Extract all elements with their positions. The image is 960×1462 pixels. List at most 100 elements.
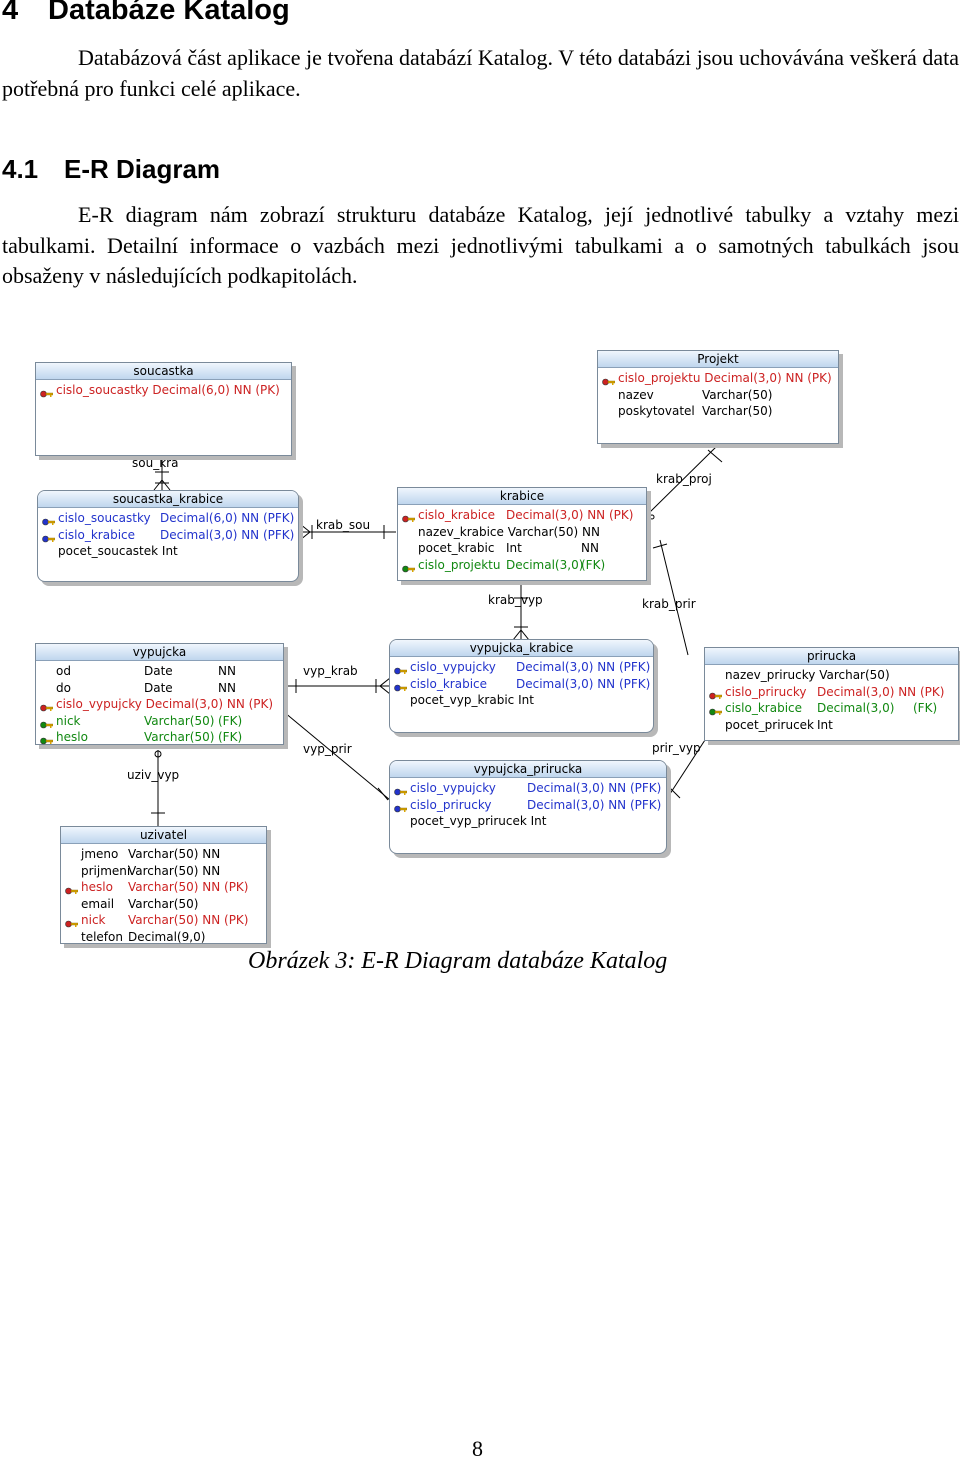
relation-label-krab-prir: krab_prir: [642, 597, 696, 611]
column-c3: (FK): [581, 557, 606, 572]
column-c2: Int: [817, 717, 833, 732]
table-row: nazev_prirucky Varchar(50): [705, 667, 958, 684]
column-c2: Decimal(3,0): [506, 557, 584, 572]
pfk-key-icon: [394, 784, 408, 796]
column-c1: pocet_vyp_prirucek Int: [410, 814, 547, 828]
column-c2: Varchar(50) NN (PK): [128, 913, 249, 927]
column-c2: Varchar(50) NN (PK): [128, 880, 249, 894]
column-c1: pocet_vyp_krabic Int: [410, 693, 534, 707]
relation-label-krab-proj: krab_proj: [656, 472, 712, 486]
table-row: heslo Varchar(50)(FK): [36, 729, 283, 746]
table-title: vypujcka_krabice: [390, 640, 653, 657]
table-title: soucastka: [36, 363, 291, 380]
column-c2: Date: [144, 664, 173, 678]
column-c2: Decimal(3,0) NN (PK): [506, 508, 634, 522]
column-c1: cislo_soucastky Decimal(6,0) NN (PK): [56, 383, 280, 397]
column-c1: cislo_projektu: [418, 557, 501, 572]
pfk-key-icon: [42, 531, 56, 542]
pk-key-icon: [602, 374, 616, 386]
column-c2: Varchar(50): [702, 404, 773, 418]
column-c3: (FK): [913, 701, 938, 715]
column-c1: cislo_projektu Decimal(3,0) NN (PK): [618, 371, 832, 385]
table-row: nick Varchar(50) NN (PK): [61, 912, 266, 929]
table-title: soucastka_krabice: [38, 491, 298, 508]
column-c2: Varchar(50): [144, 730, 215, 744]
column-c2: Varchar(50): [144, 713, 215, 728]
relation-label-krab-vyp: krab_vyp: [488, 593, 543, 607]
column-c3: (FK): [218, 713, 243, 728]
pfk-key-icon: [394, 801, 408, 812]
table-title: vypujcka: [36, 644, 283, 661]
column-c1: nazev: [618, 387, 654, 402]
column-c1: cislo_prirucky: [410, 797, 492, 812]
figure-caption: Obrázek 3: E-R Diagram databáze Katalog: [248, 948, 668, 974]
chapter-number: 4: [2, 0, 19, 26]
column-c1: cislo_krabice: [418, 508, 496, 522]
fk-key-icon: [40, 733, 54, 745]
line-vyp-prir: [283, 711, 391, 801]
table-row: cislo_projektu Decimal(3,0)(FK): [398, 557, 646, 574]
table-row: cislo_prirucky Decimal(3,0) NN (PK): [705, 684, 958, 701]
table-row: cislo_vypujcky Decimal(3,0) NN (PK): [36, 696, 283, 713]
column-c1: heslo: [56, 730, 88, 744]
section-paragraph: E-R diagram nám zobrazí strukturu databá…: [2, 202, 959, 288]
column-c1: prijmeni: [81, 863, 131, 878]
column-c1: pocet_prirucek: [725, 717, 814, 732]
column-c2: Decimal(9,0): [128, 929, 206, 944]
table-row: pocet_soucastek Int: [38, 543, 298, 560]
pk-key-icon: [709, 688, 723, 699]
column-c1: telefon: [81, 929, 123, 944]
table-row: nick Varchar(50)(FK): [36, 713, 283, 730]
column-c2: Decimal(3,0) NN (PFK): [527, 797, 662, 812]
column-c2: Varchar(50): [702, 387, 773, 402]
fk-key-icon: [709, 704, 723, 716]
table-row: cislo_soucastky Decimal(6,0) NN (PFK): [38, 510, 298, 527]
relation-label-sou-kra: sou_kra: [132, 456, 179, 470]
column-c1: cislo_soucastky: [58, 511, 151, 525]
column-c1: jmeno: [81, 847, 119, 861]
column-c3: (FK): [218, 730, 243, 744]
column-c1: cislo_vypujcky: [410, 781, 496, 795]
column-c2: Decimal(3,0) NN (PFK): [516, 660, 651, 674]
line-krab-prir: [659, 539, 689, 656]
column-c1: nick: [56, 713, 81, 728]
table-title: vypujcka_prirucka: [390, 761, 666, 778]
relation-label-prir-vyp: prir_vyp: [652, 741, 701, 755]
table-row: pocet_vyp_krabic Int: [390, 692, 653, 709]
pk-key-icon: [402, 511, 416, 523]
column-c2: Decimal(6,0) NN (PFK): [160, 511, 295, 525]
column-c2: Decimal(3,0) NN (PK): [817, 684, 945, 699]
fk-key-icon: [40, 717, 54, 728]
column-c1: cislo_krabice: [58, 527, 136, 542]
column-c2: Decimal(3,0): [817, 701, 895, 715]
column-c2: Decimal(3,0) NN (PFK): [516, 676, 651, 691]
fk-key-icon: [402, 561, 416, 572]
column-c3: NN: [581, 541, 599, 555]
table-row: cislo_soucastky Decimal(6,0) NN (PK): [36, 382, 291, 399]
column-c1: nick: [81, 913, 106, 927]
column-c3: NN: [218, 664, 236, 678]
column-c3: NN: [218, 680, 236, 695]
column-c1: cislo_prirucky: [725, 684, 807, 699]
table-soucastka: soucastka cislo_soucastky Decimal(6,0) NN…: [35, 362, 292, 456]
relation-label-vyp-krab: vyp_krab: [303, 664, 358, 678]
column-c2: Varchar(50): [128, 896, 199, 911]
column-c1: nazev_krabice Varchar(50) NN: [418, 524, 600, 539]
column-c1: pocet_soucastek Int: [58, 544, 178, 558]
